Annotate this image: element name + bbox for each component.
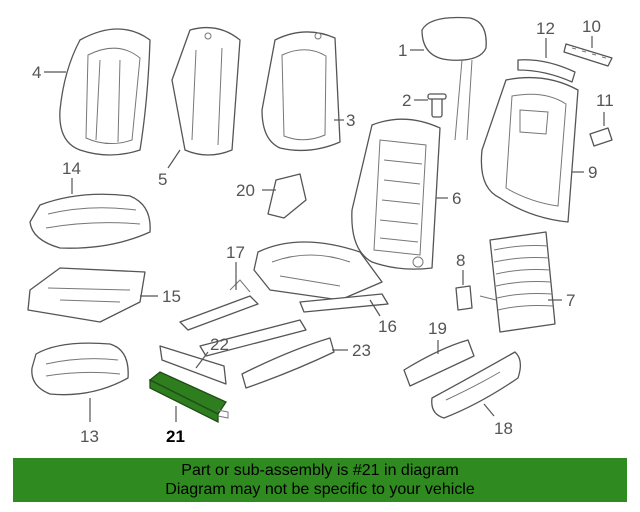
part-20-side-bracket bbox=[267, 173, 307, 219]
part-5-backrest-pad bbox=[171, 26, 241, 156]
part-23-outer-trim bbox=[241, 337, 335, 389]
svg-text:19: 19 bbox=[428, 319, 447, 338]
callout-12: 12 bbox=[536, 19, 555, 58]
part-4-backrest-cover bbox=[59, 28, 151, 156]
svg-text:16: 16 bbox=[378, 317, 397, 336]
callout-3: 3 bbox=[334, 111, 355, 130]
callout-16: 16 bbox=[369, 299, 397, 336]
callout-19: 19 bbox=[428, 319, 447, 354]
part-9-rear-panel bbox=[480, 76, 579, 223]
callout-13: 13 bbox=[80, 398, 99, 446]
callout-9: 9 bbox=[572, 163, 597, 182]
banner-line-2: Diagram may not be specific to your vehi… bbox=[165, 481, 475, 498]
part-21-highlighted-module bbox=[148, 371, 229, 424]
svg-text:11: 11 bbox=[596, 91, 614, 110]
svg-text:4: 4 bbox=[32, 63, 41, 82]
part-11-clip bbox=[589, 127, 613, 147]
part-17-seat-track bbox=[179, 279, 307, 357]
part-10-clip-strip bbox=[563, 43, 613, 67]
callout-15: 15 bbox=[140, 287, 181, 306]
part-6-backrest-frame bbox=[351, 118, 441, 270]
svg-text:2: 2 bbox=[402, 91, 411, 110]
callout-1: 1 bbox=[398, 41, 424, 60]
callout-5: 5 bbox=[158, 149, 181, 189]
part-7-lumbar-mat bbox=[479, 231, 556, 333]
callout-2: 2 bbox=[402, 91, 428, 110]
part-12-trim-strip bbox=[517, 59, 576, 83]
callout-14: 14 bbox=[62, 159, 81, 194]
svg-text:7: 7 bbox=[566, 291, 575, 310]
svg-text:9: 9 bbox=[588, 163, 597, 182]
banner-line-1: Part or sub-assembly is #21 in diagram bbox=[181, 462, 459, 479]
svg-text:17: 17 bbox=[226, 243, 245, 262]
svg-text:14: 14 bbox=[62, 159, 81, 178]
callout-18: 18 bbox=[483, 403, 513, 438]
part-2-headrest-guide bbox=[427, 93, 447, 118]
part-8-bracket bbox=[455, 285, 473, 311]
callout-10: 10 bbox=[582, 17, 601, 48]
part-19-switch-bezel bbox=[403, 339, 475, 387]
callout-8: 8 bbox=[456, 251, 465, 285]
part-15-cushion-pad bbox=[27, 267, 146, 323]
svg-text:1: 1 bbox=[398, 41, 407, 60]
callout-17: 17 bbox=[226, 243, 245, 290]
part-13-cushion-foam bbox=[31, 342, 129, 396]
svg-text:18: 18 bbox=[494, 419, 513, 438]
callout-20: 20 bbox=[236, 181, 276, 200]
svg-text:8: 8 bbox=[456, 251, 465, 270]
svg-text:15: 15 bbox=[162, 287, 181, 306]
callout-22: 22 bbox=[195, 335, 229, 369]
svg-text:10: 10 bbox=[582, 17, 601, 36]
part-3-backrest-foam bbox=[261, 31, 341, 152]
callout-21: 21 bbox=[166, 406, 185, 446]
svg-text:20: 20 bbox=[236, 181, 255, 200]
svg-text:5: 5 bbox=[158, 170, 167, 189]
callout-6: 6 bbox=[436, 189, 461, 208]
svg-text:3: 3 bbox=[346, 111, 355, 130]
highlight-banner: Part or sub-assembly is #21 in diagram D… bbox=[13, 458, 627, 502]
svg-text:21: 21 bbox=[166, 427, 185, 446]
svg-text:13: 13 bbox=[80, 427, 99, 446]
svg-text:22: 22 bbox=[210, 335, 229, 354]
part-16-seat-frame bbox=[253, 241, 389, 313]
svg-text:23: 23 bbox=[352, 341, 371, 360]
svg-text:6: 6 bbox=[452, 189, 461, 208]
callout-11: 11 bbox=[596, 91, 614, 126]
callout-23: 23 bbox=[332, 341, 371, 360]
part-18-side-shield bbox=[431, 351, 522, 419]
callout-7: 7 bbox=[548, 291, 575, 310]
part-1-headrest bbox=[421, 16, 487, 141]
svg-text:12: 12 bbox=[536, 19, 555, 38]
part-14-cushion-cover bbox=[29, 193, 151, 249]
callout-4: 4 bbox=[32, 63, 66, 82]
